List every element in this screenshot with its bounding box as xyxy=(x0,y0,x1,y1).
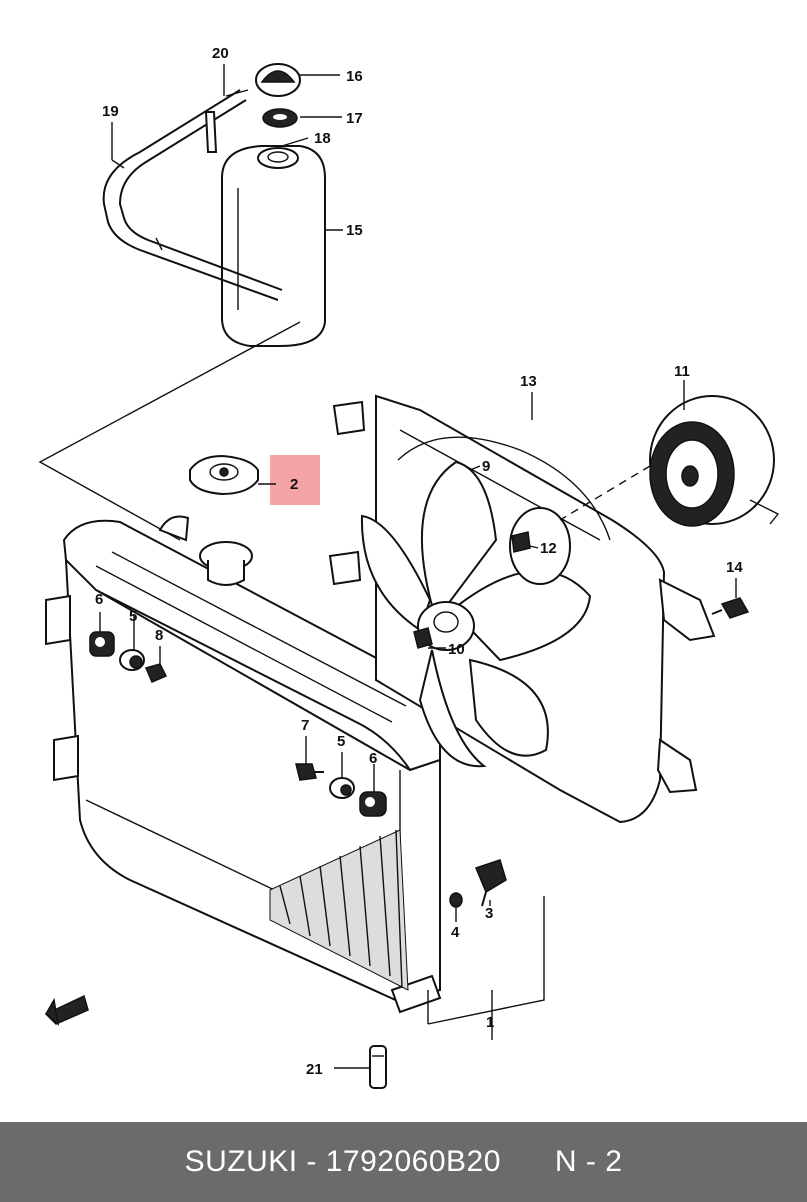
overflow-pipe xyxy=(204,89,249,153)
radiator-cap xyxy=(189,454,259,496)
leader-lines xyxy=(99,64,737,1069)
callout-14: 14 xyxy=(726,559,743,576)
callout-labels: 20 16 17 18 19 15 2 13 11 9 12 14 10 6 5… xyxy=(95,45,743,1078)
drain-plug xyxy=(474,859,507,907)
callout-12: 12 xyxy=(540,540,557,557)
callout-5-left: 5 xyxy=(129,608,137,625)
bushing-left xyxy=(119,649,145,671)
rubber-mount-left xyxy=(89,631,115,657)
callout-8: 8 xyxy=(155,627,163,644)
callout-19: 19 xyxy=(102,103,119,120)
callout-4: 4 xyxy=(451,924,460,941)
radiator-core-fins xyxy=(269,829,409,991)
callout-21: 21 xyxy=(306,1061,323,1078)
pin xyxy=(369,1045,387,1089)
callout-1: 1 xyxy=(486,1014,494,1031)
cap-seal xyxy=(262,108,298,128)
front-arrow-icon xyxy=(44,994,89,1026)
overflow-hose xyxy=(102,89,283,301)
cooling-fan xyxy=(360,460,592,768)
callout-10: 10 xyxy=(448,641,465,658)
bushing-right xyxy=(329,777,355,799)
callout-3: 3 xyxy=(485,905,493,922)
callout-7: 7 xyxy=(301,717,309,734)
rubber-mount-right xyxy=(359,791,387,817)
footer-bar: SUZUKI - 1792060B20 N - 2 xyxy=(0,1122,807,1202)
drain-gasket xyxy=(449,892,463,908)
callout-16: 16 xyxy=(346,68,363,85)
shroud-bolt xyxy=(711,597,750,619)
position-label: N - 2 xyxy=(554,1145,623,1178)
callout-15: 15 xyxy=(346,222,363,239)
reservoir-tank xyxy=(221,145,326,347)
callout-11: 11 xyxy=(674,363,690,380)
fan-clutch xyxy=(649,395,780,527)
part-number-label: SUZUKI - 1792060B20 xyxy=(184,1145,501,1178)
callout-17: 17 xyxy=(346,110,363,127)
fan-nut xyxy=(413,627,433,649)
fan-motor xyxy=(509,507,571,585)
callout-5-right: 5 xyxy=(337,733,345,750)
callout-6-right: 6 xyxy=(369,750,377,767)
callout-9: 9 xyxy=(482,458,490,475)
callout-20: 20 xyxy=(212,45,229,62)
callout-2: 2 xyxy=(290,476,298,493)
nut-left xyxy=(144,663,168,683)
callout-6-left: 6 xyxy=(95,591,103,608)
callout-13: 13 xyxy=(520,373,537,390)
parts-diagram: 20 16 17 18 19 15 2 13 11 9 12 14 10 6 5… xyxy=(38,45,780,1089)
bolt-right xyxy=(295,763,324,781)
highlight-box xyxy=(270,455,320,505)
callout-18: 18 xyxy=(314,130,331,147)
reservoir-cap xyxy=(255,63,301,97)
